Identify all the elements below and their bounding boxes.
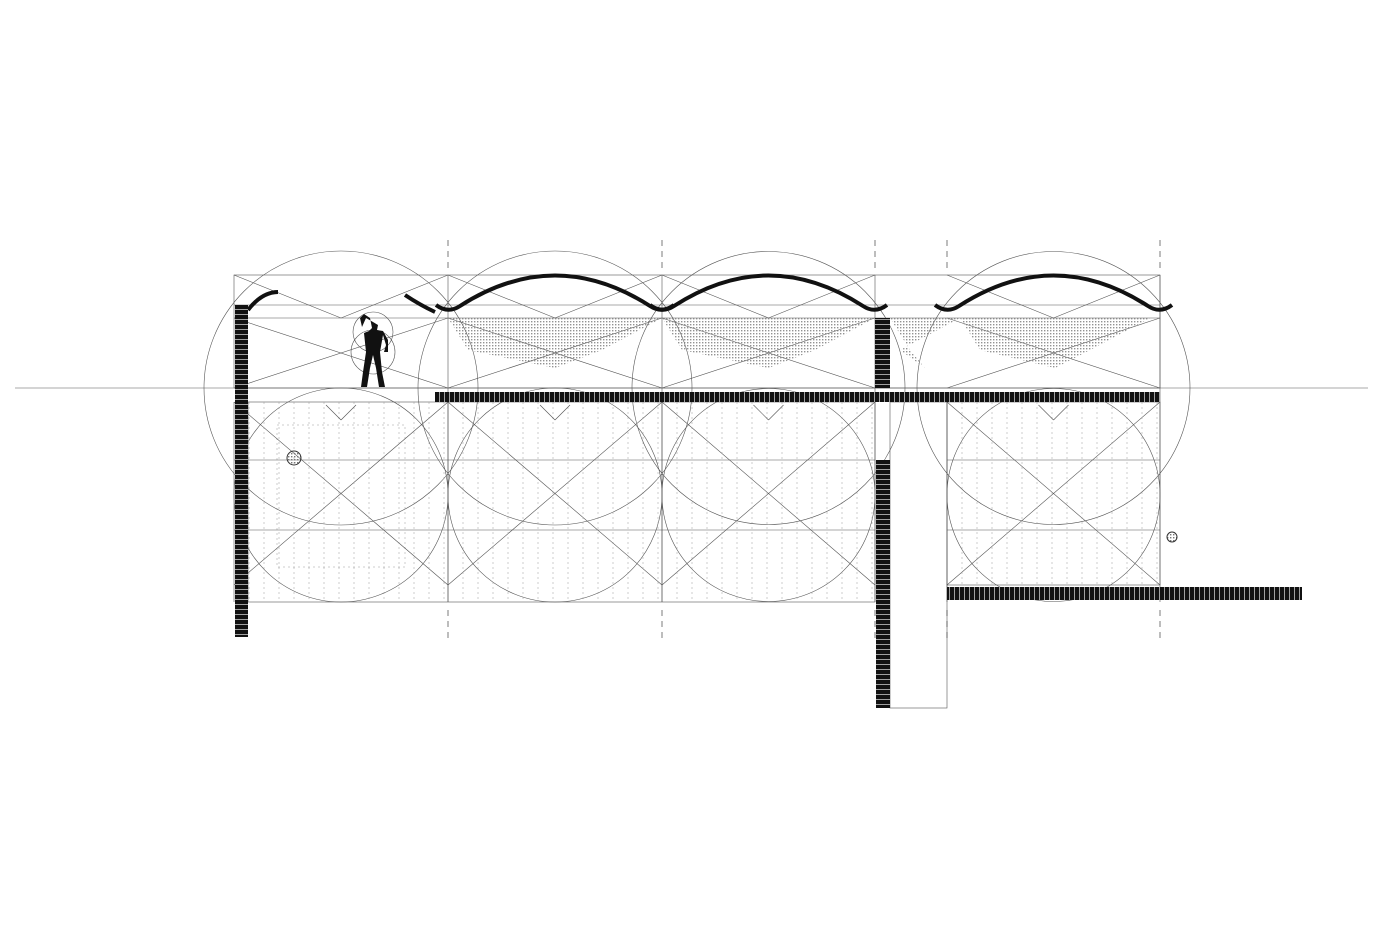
regulating-circle xyxy=(417,250,693,526)
light-zone xyxy=(960,318,1150,368)
diagonal xyxy=(233,317,449,389)
column-icon xyxy=(286,450,302,466)
diagonal xyxy=(661,274,769,319)
regulating-circle xyxy=(916,251,1191,525)
west-wall xyxy=(235,305,248,637)
vault-arc xyxy=(648,273,889,312)
regulating-circle xyxy=(946,388,1161,602)
wall-section xyxy=(875,318,890,388)
regulating-circle xyxy=(203,250,479,526)
light-zone xyxy=(662,318,875,368)
diagonal xyxy=(946,401,1161,586)
tick xyxy=(1053,404,1069,421)
tick xyxy=(753,404,769,421)
diagonal xyxy=(340,274,449,319)
light-zone xyxy=(448,318,662,368)
plan-outline xyxy=(247,401,876,603)
regulating-circle xyxy=(447,387,663,603)
regulating-circle xyxy=(233,387,449,603)
diagonal xyxy=(447,401,663,586)
regulating-circle xyxy=(661,388,876,602)
modulor-figure-icon xyxy=(350,311,396,387)
vault-arc xyxy=(246,290,279,312)
diagonal xyxy=(233,401,449,586)
tick xyxy=(325,404,342,421)
diagonal xyxy=(447,274,556,319)
regulating-circle xyxy=(631,251,906,525)
tick xyxy=(340,404,357,421)
tick xyxy=(1038,404,1054,421)
building-elements xyxy=(235,273,1302,708)
vault-arc xyxy=(434,273,676,312)
vault-arc xyxy=(933,273,1174,312)
garden-wall xyxy=(947,587,1302,600)
corridor-outline xyxy=(889,401,948,709)
floor-slab xyxy=(435,392,1160,402)
room-outline xyxy=(276,424,406,568)
diagonal xyxy=(233,274,342,319)
light-zone xyxy=(890,318,960,368)
diagonal xyxy=(946,274,1054,319)
modulor-body xyxy=(360,314,388,387)
corridor-wall xyxy=(876,460,890,708)
tick xyxy=(768,404,784,421)
diagonal xyxy=(768,274,876,319)
diagonal xyxy=(661,401,876,586)
tick xyxy=(539,404,556,421)
vault-arc xyxy=(403,293,436,314)
tick xyxy=(554,404,571,421)
diagonal xyxy=(554,274,663,319)
column-icon xyxy=(1166,531,1178,543)
diagonal xyxy=(1053,274,1161,319)
